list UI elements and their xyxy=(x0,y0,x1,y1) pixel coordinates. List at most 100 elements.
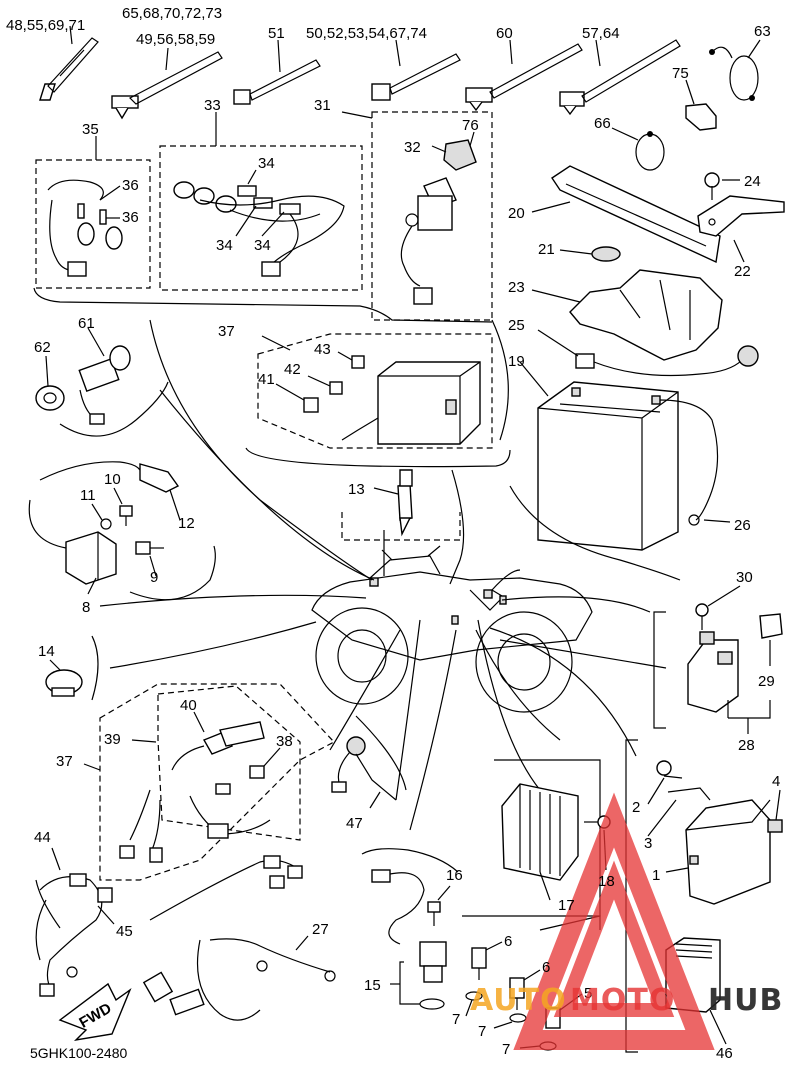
callout-63: 63 xyxy=(754,23,771,40)
callout-11: 11 xyxy=(80,487,96,504)
callout-28: 28 xyxy=(738,737,755,754)
callout-21: 21 xyxy=(538,241,555,258)
relay-29 xyxy=(759,613,783,639)
callout-37b: 37 xyxy=(56,753,73,770)
cable-tie-49 xyxy=(111,51,223,120)
callout-3: 3 xyxy=(644,835,652,852)
cable-tie-51 xyxy=(233,59,321,105)
clamp-75 xyxy=(685,103,717,131)
callout-6a: 6 xyxy=(504,933,512,950)
callout-61: 61 xyxy=(78,315,95,332)
callout-36b: 36 xyxy=(122,209,139,226)
callout-30: 30 xyxy=(736,569,753,586)
cable-tie-48 xyxy=(39,37,99,101)
bolt-9 xyxy=(135,541,164,555)
callout-45: 45 xyxy=(116,923,133,940)
sensor-15 xyxy=(419,941,447,983)
callout-66: 66 xyxy=(594,115,611,132)
fwd-arrow xyxy=(58,982,132,1042)
callout-24: 24 xyxy=(744,173,761,190)
band-66 xyxy=(635,131,665,171)
cover-23 xyxy=(569,269,723,361)
callout-4: 4 xyxy=(772,773,780,790)
bolt-24 xyxy=(704,172,720,200)
callout-43: 43 xyxy=(314,341,331,358)
cap-32 xyxy=(443,139,477,171)
watermark-text-auto: AUTO xyxy=(470,983,567,1018)
sensor-6a xyxy=(471,947,487,980)
callout-14: 14 xyxy=(38,643,55,660)
bolt-16 xyxy=(427,901,441,926)
callout-33: 33 xyxy=(204,97,221,114)
callout-26: 26 xyxy=(734,517,751,534)
diagram-code: 5GHK100-2480 xyxy=(30,1045,128,1061)
bracket-3 xyxy=(667,787,711,801)
atv-vehicle xyxy=(311,545,593,713)
callout-75: 75 xyxy=(672,65,689,82)
nut-62 xyxy=(35,385,65,411)
callout-50: 50,52,53,54,67,74 xyxy=(306,25,427,42)
main-switch-31 xyxy=(400,177,457,305)
callout-29: 29 xyxy=(758,673,775,690)
callout-34a: 34 xyxy=(258,155,275,172)
callout-25: 25 xyxy=(508,317,525,334)
callout-7a: 7 xyxy=(452,1011,460,1028)
bracket-22 xyxy=(697,195,785,237)
callout-42: 42 xyxy=(284,361,301,378)
callout-10: 10 xyxy=(104,471,121,488)
rectifier-17 xyxy=(501,783,579,881)
battery-19 xyxy=(537,381,679,551)
lower-harness xyxy=(119,783,271,863)
relay-28 xyxy=(687,631,739,713)
callout-38: 38 xyxy=(276,733,293,750)
callout-15: 15 xyxy=(364,977,381,994)
sensor-wire xyxy=(371,869,425,945)
callout-41: 41 xyxy=(258,371,275,388)
bolt-2 xyxy=(656,760,683,779)
cable-tie-50 xyxy=(371,53,461,101)
fuse-41 xyxy=(303,397,319,413)
harness-27 xyxy=(142,855,336,1021)
cable-26 xyxy=(659,399,719,526)
callout-31: 31 xyxy=(314,97,331,114)
callout-1: 1 xyxy=(652,867,660,884)
callout-46: 46 xyxy=(716,1045,733,1062)
switch-61 xyxy=(78,345,131,425)
callout-37a: 37 xyxy=(218,323,235,340)
callout-48: 48,55,69,71 xyxy=(6,17,85,34)
callout-6b: 6 xyxy=(542,959,550,976)
callout-19: 19 xyxy=(508,353,525,370)
harness-44-45 xyxy=(35,873,113,997)
callout-20: 20 xyxy=(508,205,525,222)
washer-7a xyxy=(465,991,483,1001)
lamp-47 xyxy=(331,736,397,801)
callout-17: 17 xyxy=(558,897,575,914)
cap-12 xyxy=(139,463,180,493)
sub-harness-35 xyxy=(47,179,123,277)
callout-65: 65,68,70,72,73 xyxy=(122,5,222,22)
sensor-6b xyxy=(509,977,525,1010)
watermark-text-moto: MOTO xyxy=(570,983,675,1018)
callout-23: 23 xyxy=(508,279,525,296)
washer-11 xyxy=(100,518,112,530)
callout-34b: 34 xyxy=(216,237,233,254)
connector-38 xyxy=(249,765,265,779)
callout-34c: 34 xyxy=(254,237,271,254)
watermark-logo xyxy=(513,792,715,1050)
watermark-text-hub: HUB xyxy=(708,983,783,1018)
callout-60: 60 xyxy=(496,25,513,42)
callout-49: 49,56,58,59 xyxy=(136,31,215,48)
damper-21 xyxy=(591,246,621,262)
callout-44: 44 xyxy=(34,829,51,846)
callout-36a: 36 xyxy=(122,177,139,194)
battery-cable-25 xyxy=(575,345,759,377)
o-ring-15 xyxy=(419,998,445,1010)
callout-9: 9 xyxy=(150,569,158,586)
callout-12: 12 xyxy=(178,515,195,532)
callout-2: 2 xyxy=(632,799,640,816)
callout-57: 57,64 xyxy=(582,25,620,42)
callout-27: 27 xyxy=(312,921,329,938)
bracket-20 xyxy=(551,165,721,264)
bolt-30 xyxy=(695,603,709,630)
callout-47: 47 xyxy=(346,815,363,832)
